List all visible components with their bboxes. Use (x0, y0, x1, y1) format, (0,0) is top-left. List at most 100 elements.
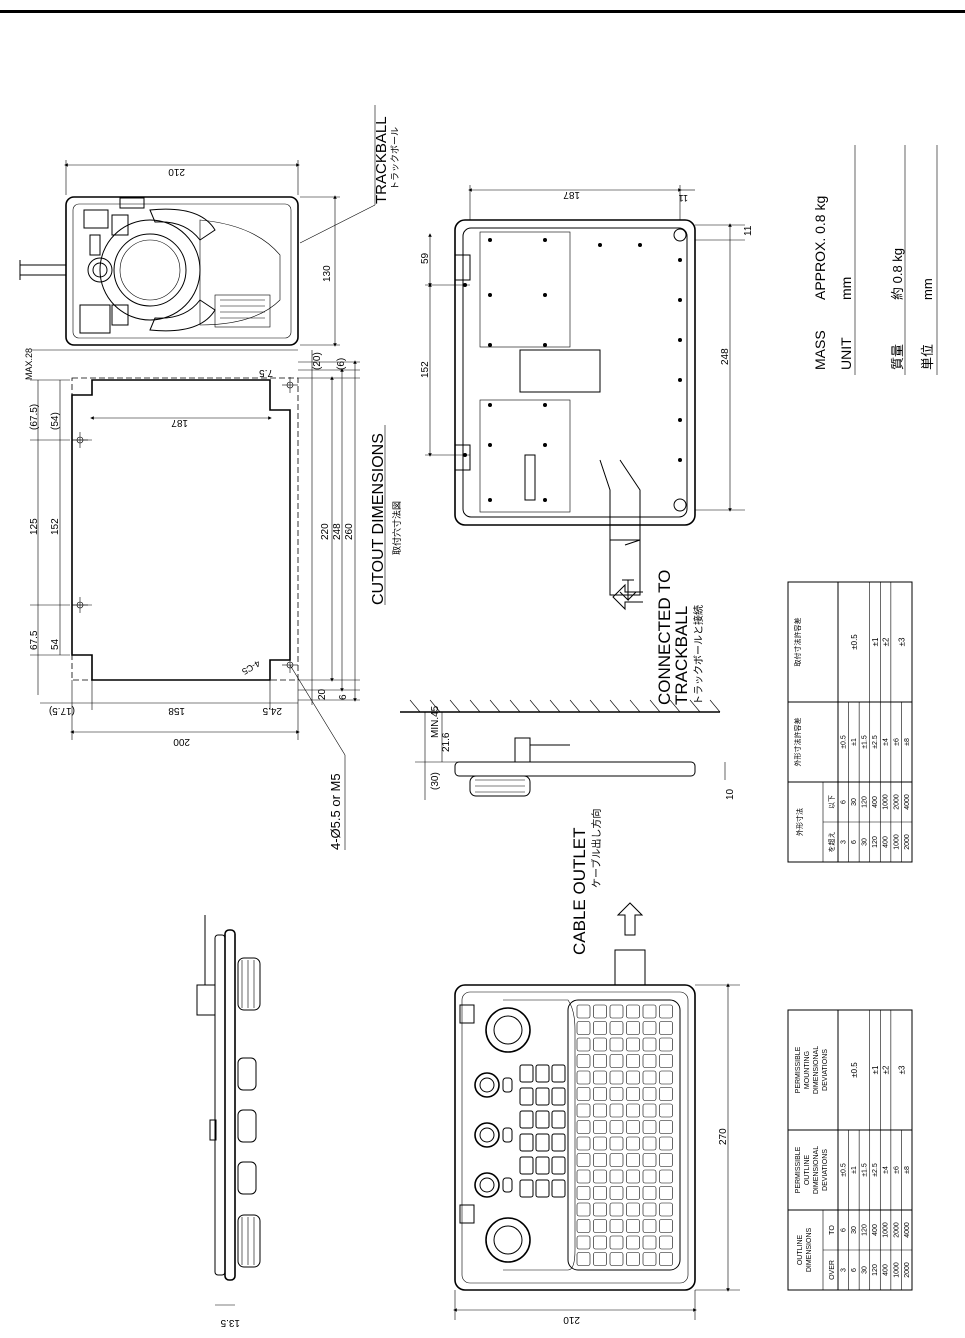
function-key (519, 1110, 534, 1129)
keyboard-key (642, 1219, 657, 1233)
table-cell-to: 120 (862, 796, 869, 808)
keyboard-key (659, 1235, 673, 1250)
dim-20b: 20 (317, 688, 328, 700)
keyboard-key (659, 1186, 673, 1200)
mass-label: MASS (812, 330, 828, 370)
keyboard-key (609, 1235, 624, 1250)
header-rule (0, 10, 965, 13)
table-cell-outline-dev: ±0.5 (840, 735, 847, 749)
dim-r152: 152 (420, 361, 431, 378)
function-key (519, 1064, 534, 1083)
table-cell-over: 6 (851, 1268, 858, 1272)
dim-r187: 187 (563, 189, 580, 200)
keyboard-key (593, 1004, 607, 1019)
keyboard-key (609, 1202, 624, 1217)
table-cell-to: 2000 (893, 1222, 900, 1238)
connected-label-2: TRACKBALL (672, 606, 691, 705)
function-key (551, 1133, 566, 1152)
keyboard-key (659, 1120, 673, 1134)
table-cell-outline-dev: ±1.5 (862, 735, 869, 749)
keyboard-key (659, 1252, 673, 1266)
keyboard-key (593, 1070, 607, 1085)
table-header-over: を超え (827, 832, 836, 853)
cutout-view: MAX.28 (67.5) (54) 125 152 67.5 54 (1 (24, 348, 402, 850)
keyboard-key (593, 1235, 607, 1250)
function-key (519, 1179, 534, 1198)
dim-tb-height: 130 (322, 265, 333, 282)
table-cell-over: 3 (840, 840, 847, 844)
cable-outlet-label: CABLE OUTLET (570, 827, 589, 955)
table-cell-outline-dev: ±6 (893, 1166, 900, 1174)
dim-k210: 210 (563, 1314, 580, 1325)
dim-125: 125 (29, 518, 40, 535)
table-cell-to: 30 (851, 798, 858, 806)
keyboard-key (659, 1136, 673, 1151)
keyboard-key (626, 1153, 640, 1167)
table-cell-mount-dev: ±2 (882, 1065, 891, 1074)
function-key (535, 1133, 550, 1152)
trackball-label-jp: トラックボール (390, 127, 400, 190)
table-cell-to: 400 (872, 1224, 879, 1236)
keyboard-key (642, 1120, 657, 1134)
dim-k135: 13.5 (220, 1317, 240, 1328)
connected-label: CONNECTED TO (655, 570, 674, 705)
unit-label: UNIT (838, 337, 854, 370)
keyboard-key (593, 1252, 607, 1266)
keyboard-key (609, 1186, 624, 1200)
function-key (551, 1156, 566, 1175)
trackball-view: 210 130 TRACKBALL トラックボール (19, 105, 400, 347)
table-cell-outline-dev: ±2.5 (872, 735, 879, 749)
side-view: MIN.45 21.6 (30) 10 CABLE OUTLET ケーブル出し方… (400, 699, 736, 955)
dim-c187: 187 (171, 417, 188, 428)
keyboard-key (659, 1202, 673, 1217)
function-key (551, 1179, 566, 1198)
keyboard-key (626, 1103, 640, 1118)
keyboard-key (576, 1252, 591, 1266)
function-key (535, 1110, 550, 1129)
table-header-mount-dev: PERMISSIBLE (795, 1046, 802, 1093)
unit-jp-label: 単位 (920, 344, 935, 370)
dim-220: 220 (320, 523, 331, 540)
keyboard-key (609, 1021, 624, 1035)
table-header-mount-dev: DEVIATIONS (822, 1049, 829, 1091)
dim-200: 200 (173, 736, 190, 747)
indicator-key (502, 1077, 513, 1093)
table-cell-to: 4000 (904, 1222, 911, 1238)
keyboard-key (642, 1202, 657, 1217)
table-cell-mount-dev: ±3 (897, 637, 906, 646)
keyboard-key (576, 1169, 591, 1184)
keyboard-key (609, 1004, 624, 1019)
table-cell-to: 1000 (883, 1222, 890, 1238)
keyboard-key (609, 1252, 624, 1266)
table-cell-over: 30 (862, 838, 869, 846)
dim-245: 24.5 (262, 705, 282, 716)
function-key (551, 1064, 566, 1083)
keyboard-key (576, 1186, 591, 1200)
dim-r59: 59 (420, 252, 431, 264)
unit-jp-value: mm (920, 278, 935, 300)
keyboard-key (626, 1021, 640, 1035)
table-cell-mount-dev: ±0.5 (850, 1062, 859, 1078)
keyboard-key (593, 1219, 607, 1233)
keyboard-key (609, 1087, 624, 1101)
cutout-label: CUTOUT DIMENSIONS (370, 433, 387, 605)
keyboard-key (576, 1120, 591, 1134)
dim-min45: MIN.45 (430, 705, 441, 738)
keyboard-key (576, 1087, 591, 1101)
dim-158: 158 (168, 705, 185, 716)
keyboard-key (659, 1054, 673, 1068)
mass-value: APPROX. 0.8 kg (812, 196, 828, 300)
cable-outlet-label-jp: ケーブル出し方向 (590, 809, 603, 888)
keyboard-key (642, 1186, 657, 1200)
keyboard-key (609, 1054, 624, 1068)
rear-view: 187 11 59 152 248 11 CONNECTED TO TRACKB… (420, 185, 754, 705)
dim-675a: (67.5) (29, 404, 40, 430)
keyboard-key (576, 1021, 591, 1035)
keyboard-key (576, 1054, 591, 1068)
function-key (535, 1156, 550, 1175)
dim-54a: (54) (50, 412, 61, 430)
table-cell-over: 2000 (904, 1262, 911, 1278)
keyboard-key (593, 1169, 607, 1184)
keyboard-key (593, 1037, 607, 1052)
